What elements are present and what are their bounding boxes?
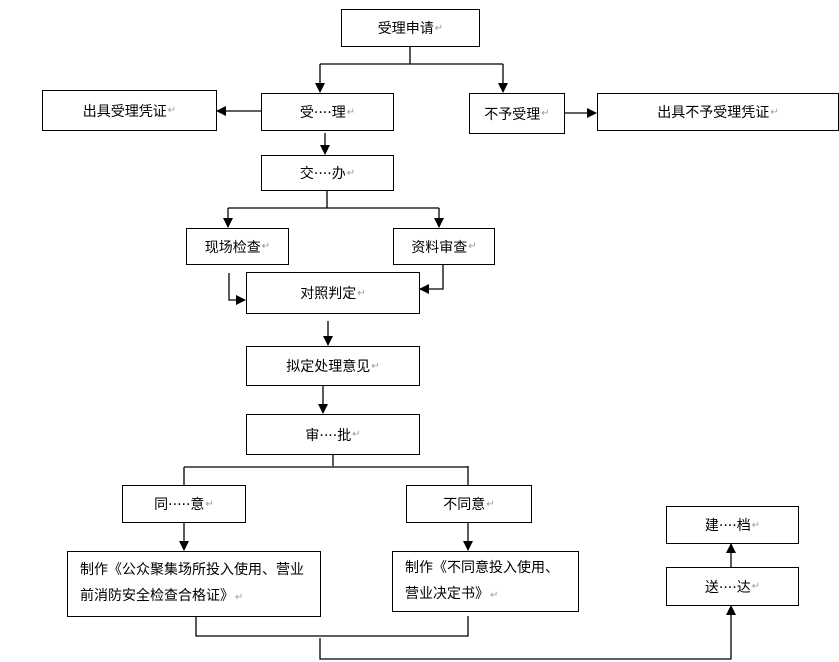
node-apply: 受理申请↵: [341, 9, 480, 47]
node-label: 出具不予受理凭证: [657, 105, 770, 121]
arrow: [419, 264, 444, 294]
node-label: 交····办: [299, 166, 346, 182]
node-label: 建····档: [704, 518, 751, 534]
node-label: 同·····意: [154, 497, 205, 513]
node-accept: 受····理↵: [261, 93, 394, 131]
paragraph-mark: ↵: [167, 105, 177, 116]
node-label: 现场检查: [204, 239, 261, 256]
paragraph-mark: ↵: [434, 22, 444, 34]
node-label: 对照判定: [300, 286, 357, 302]
node-label: 受理申请: [377, 21, 434, 37]
node-label: 制作《不同意投入使用、营业决定书》: [405, 559, 559, 602]
paragraph-mark: ↵: [770, 106, 779, 118]
node-archive: 建····档↵: [666, 506, 799, 544]
paragraph-mark: ↵: [468, 241, 477, 252]
paragraph-mark: ↵: [751, 581, 761, 592]
node-site-check: 现场检查↵: [186, 228, 289, 265]
connector: [320, 46, 503, 65]
node-agree: 同·····意↵: [122, 485, 246, 523]
connector: [228, 190, 439, 209]
node-label: 制作《公众聚集场所投入使用、营业前消防安全检查合格证》: [80, 562, 304, 604]
arrow: [228, 273, 246, 305]
paragraph-mark: ↵: [346, 106, 356, 118]
node-make-decision: 制作《不同意投入使用、营业决定书》↵: [392, 551, 579, 612]
node-assign: 交····办↵: [261, 155, 394, 191]
node-label: 出具受理凭证: [82, 103, 167, 120]
paragraph-mark: ↵: [235, 592, 244, 603]
paragraph-mark: ↵: [371, 360, 380, 372]
paragraph-mark: ↵: [346, 167, 356, 179]
node-label: 不同意: [443, 497, 486, 513]
node-draft-opinion: 拟定处理意见↵: [246, 346, 420, 386]
node-label: 资料审查: [411, 239, 468, 256]
node-approve: 审····批↵: [246, 414, 420, 455]
node-make-cert: 制作《公众聚集场所投入使用、营业前消防安全检查合格证》↵: [67, 551, 321, 617]
node-compare: 对照判定↵: [246, 272, 420, 314]
paragraph-mark: ↵: [751, 519, 761, 531]
node-label: 受····理: [299, 105, 346, 121]
node-accept-cert: 出具受理凭证↵: [42, 90, 217, 131]
connector: [183, 454, 469, 485]
paragraph-mark: ↵: [352, 429, 361, 440]
node-doc-review: 资料审查↵: [393, 228, 495, 265]
node-deliver: 送····达↵: [666, 567, 799, 606]
paragraph-mark: ↵: [541, 108, 550, 119]
paragraph-mark: ↵: [261, 241, 271, 252]
paragraph-mark: ↵: [486, 498, 495, 510]
node-label: 拟定处理意见: [286, 359, 371, 375]
node-disagree: 不同意↵: [406, 485, 532, 523]
node-reject-cert: 出具不予受理凭证↵: [597, 93, 839, 131]
node-reject: 不予受理↵: [469, 93, 565, 134]
node-label: 不予受理: [484, 106, 541, 123]
paragraph-mark: ↵: [490, 589, 499, 601]
node-label: 审····批: [305, 427, 352, 444]
arrow: [319, 605, 736, 660]
paragraph-mark: ↵: [357, 287, 366, 299]
node-label: 送····达: [704, 579, 751, 596]
connector: [195, 616, 469, 637]
paragraph-mark: ↵: [205, 498, 214, 510]
